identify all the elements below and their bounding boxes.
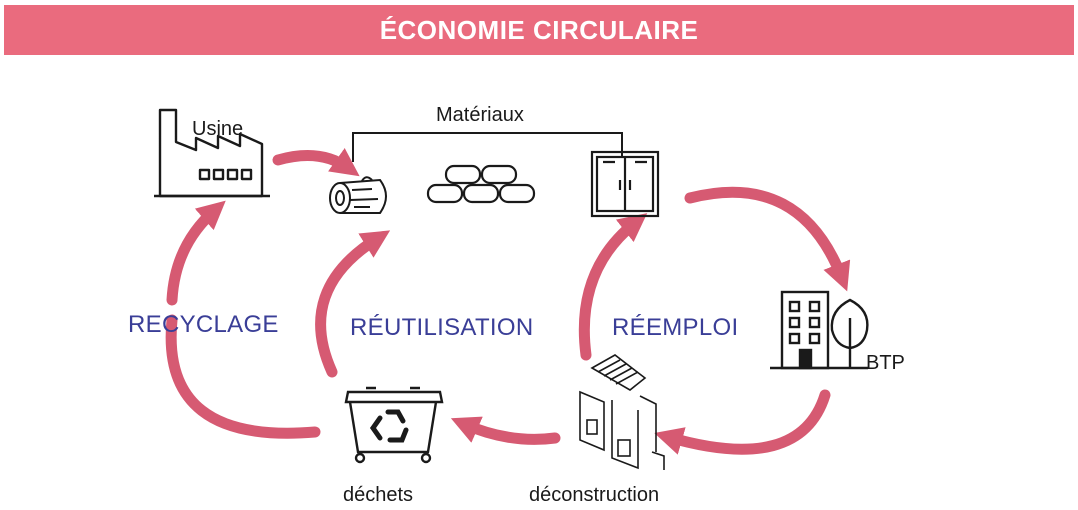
title-banner: ÉCONOMIE CIRCULAIRE (4, 5, 1074, 55)
materials-bracket (352, 132, 623, 162)
reutilisation-label: RÉUTILISATION (350, 314, 534, 341)
materials-label: Matériaux (436, 104, 524, 126)
building-label: BTP (866, 352, 905, 374)
window-icon (590, 150, 660, 218)
recycling-bin-icon (344, 386, 444, 464)
building-icon (770, 290, 868, 370)
arrow-recycling-to-factory (166, 200, 226, 306)
arrow-window-to-building (684, 186, 851, 292)
log-icon (329, 176, 387, 214)
arrow-reutilisation-loop (315, 230, 391, 378)
waste-label: déchets (343, 484, 414, 506)
tree-icon (830, 298, 869, 368)
bricks-icon (426, 164, 536, 204)
factory-icon (154, 108, 270, 198)
arrow-deconstruction-to-waste (450, 416, 561, 445)
factory-label: Usine (192, 118, 244, 140)
deconstruction-label: déconstruction (529, 484, 660, 506)
page-title: ÉCONOMIE CIRCULAIRE (379, 14, 699, 45)
arrow-factory-to-materials (272, 148, 360, 177)
arrow-waste-recycling-loop (165, 314, 321, 439)
reemploi-label: RÉEMPLOI (612, 314, 739, 341)
arrow-building-to-deconstruction (654, 389, 831, 455)
deconstruction-icon (579, 354, 665, 470)
recycling-label: RECYCLAGE (128, 311, 279, 338)
arrow-reemploi-loop (578, 213, 648, 361)
